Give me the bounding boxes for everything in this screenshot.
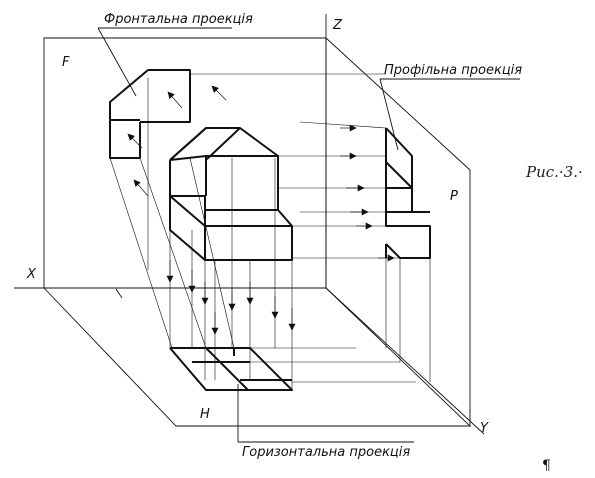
arrow-to-frontal bbox=[133, 179, 149, 197]
label-leaders bbox=[97, 27, 520, 443]
profile-projection bbox=[385, 127, 431, 259]
axis-x-label: X bbox=[26, 267, 37, 282]
frontal-projection bbox=[109, 69, 191, 159]
plane-p-label: P bbox=[450, 189, 458, 204]
axis-y-label: Y bbox=[480, 421, 489, 436]
object-3d bbox=[169, 127, 293, 261]
frontal-plane bbox=[43, 37, 327, 288]
horizontal-plane bbox=[43, 287, 472, 427]
frontal-leader bbox=[97, 27, 137, 97]
arrow-to-frontal bbox=[211, 85, 227, 101]
profile-leader bbox=[379, 78, 399, 151]
figure-caption: Рис.·3.· bbox=[525, 163, 583, 181]
arrow-to-frontal bbox=[167, 91, 183, 109]
axis-z-label: Z bbox=[332, 18, 343, 33]
plane-h-label: H bbox=[200, 407, 210, 422]
frontal-projection-label: Фронтальна проекція bbox=[104, 12, 253, 27]
projection-planes bbox=[14, 14, 485, 435]
x-axis-tick bbox=[115, 288, 123, 299]
y-axis bbox=[325, 287, 485, 435]
pilcrow-mark: ¶ bbox=[542, 458, 551, 473]
horizontal-projection-label: Горизонтальна проекція bbox=[242, 445, 410, 460]
profile-plane bbox=[325, 37, 471, 426]
horizontal-projection bbox=[169, 347, 293, 391]
plane-f-label: F bbox=[62, 55, 70, 70]
profile-projection-label: Профільна проекція bbox=[384, 63, 522, 78]
